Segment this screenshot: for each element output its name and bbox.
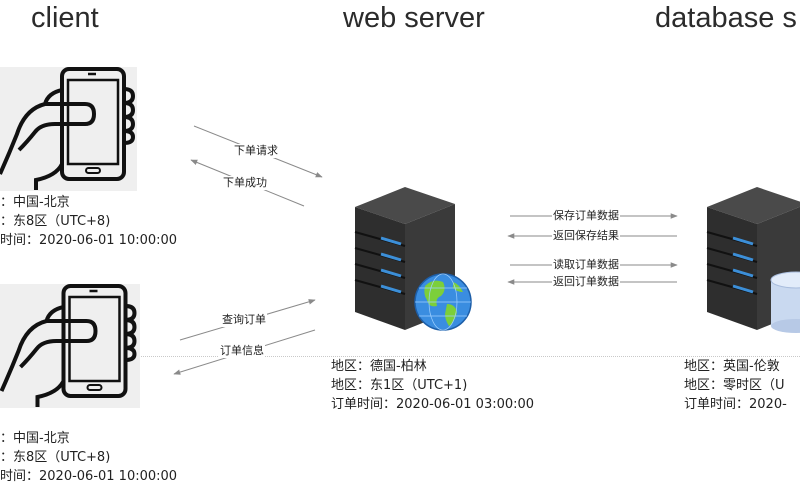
web-server-region: 地区：德国-柏林 [331,359,427,374]
web-server-timezone: 地区：东1区（UTC+1) [331,378,468,393]
hand-holding-phone-icon [0,284,137,407]
client-2-phone-image [0,284,140,408]
label-read-order: 读取订单数据 [552,258,620,272]
database-server-column-title: database s [655,2,797,34]
client-2-info: ：中国-北京 ：东8区（UTC+8) 时间：2020-06-01 10:00:0… [0,429,177,486]
section-divider [0,356,800,357]
label-order-request: 下单请求 [233,144,279,158]
database-server-order-time: 订单时间：2020- [684,397,787,412]
web-server-order-time: 订单时间：2020-06-01 03:00:00 [331,397,535,412]
client-1-phone-image [0,67,137,191]
database-server-timezone: 地区：零时区（U [684,378,785,393]
client-1-region: ：中国-北京 [0,195,70,210]
database-server-info: 地区：英国-伦敦 地区：零时区（U 订单时间：2020- [684,357,787,414]
web-server-column-title: web server [343,2,485,34]
client-2-order-time: 时间：2020-06-01 10:00:00 [0,469,178,484]
client-2-region: ：中国-北京 [0,431,70,446]
client-column-title: client [31,2,99,34]
client-1-info: ：中国-北京 ：东8区（UTC+8) 时间：2020-06-01 10:00:0… [0,193,177,250]
label-save-result: 返回保存结果 [552,229,620,243]
web-server-globe-icon [354,187,472,331]
label-read-result: 返回订单数据 [552,275,620,289]
database-server-region: 地区：英国-伦敦 [684,359,780,374]
database-server-icon [706,187,800,333]
client-2-timezone: ：东8区（UTC+8) [0,450,111,465]
label-save-order: 保存订单数据 [552,209,620,223]
label-order-info: 订单信息 [219,344,265,358]
client-1-timezone: ：东8区（UTC+8) [0,214,111,229]
client-1-order-time: 时间：2020-06-01 10:00:00 [0,233,178,248]
web-server-info: 地区：德国-柏林 地区：东1区（UTC+1) 订单时间：2020-06-01 0… [331,357,534,414]
hand-holding-phone-icon [0,67,136,190]
label-query-order: 查询订单 [221,313,267,327]
label-order-success: 下单成功 [222,176,268,190]
